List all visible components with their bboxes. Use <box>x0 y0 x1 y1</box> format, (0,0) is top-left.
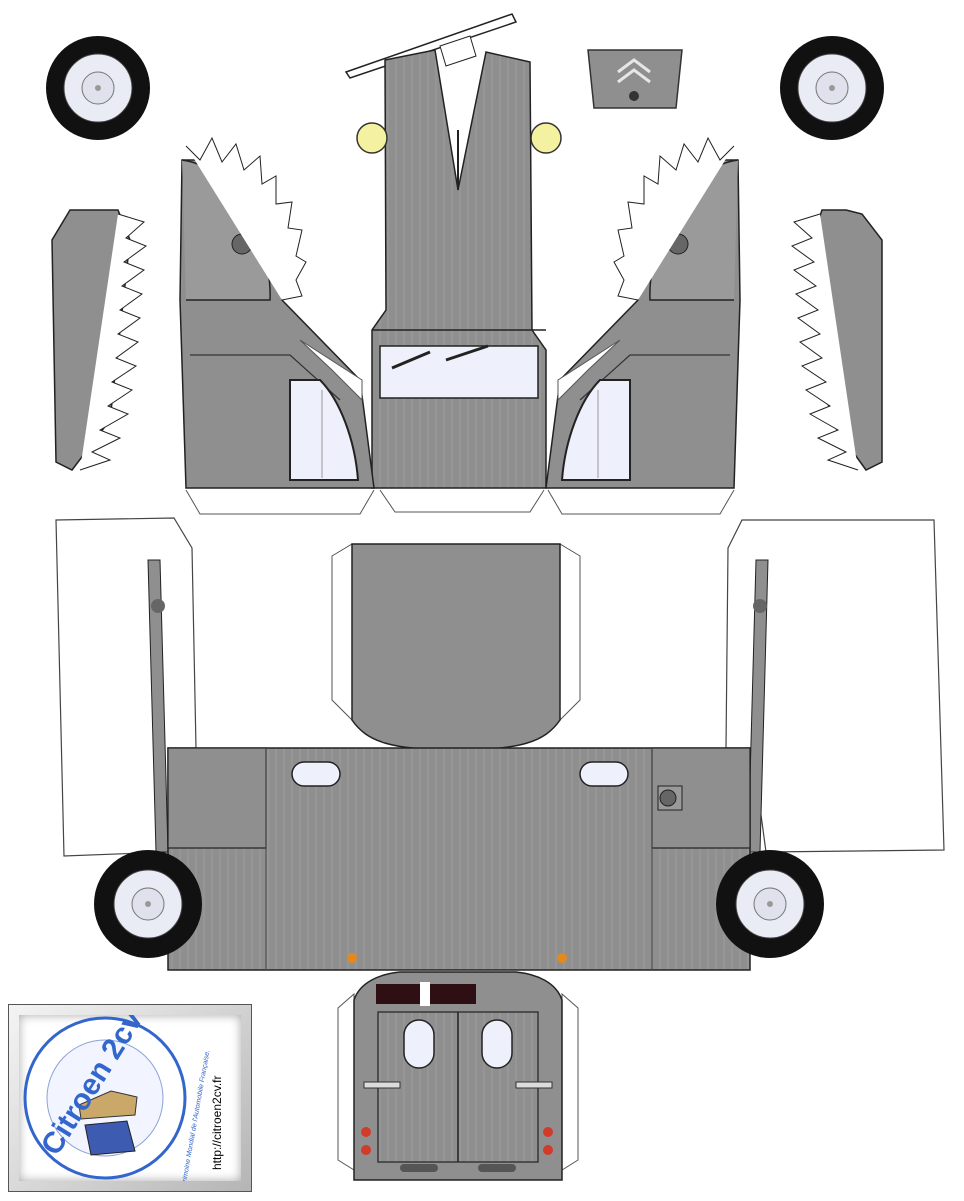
left-side-wall <box>55 517 197 857</box>
double-chevron-icon <box>617 58 651 84</box>
citroen-2cv-logo: Citroen 2cv .Patrimoine Mondial de l'Aut… <box>23 1005 212 1195</box>
right-side-wall <box>725 519 945 853</box>
tail-light-left-lower <box>361 1145 371 1155</box>
wheel-top-left <box>46 36 150 140</box>
indicator-light-right <box>557 953 567 963</box>
headlight-right <box>530 122 562 154</box>
tail-light-left <box>361 1127 371 1137</box>
rear-doors-panel <box>337 971 579 1181</box>
left-cab-side <box>179 136 375 515</box>
main-body-panel <box>167 747 751 971</box>
indicator-light-left <box>347 953 357 963</box>
logo-badge: Citroen 2cv .Patrimoine Mondial de l'Aut… <box>8 1004 252 1195</box>
left-fender-piece <box>51 209 148 471</box>
wheel-top-right <box>780 36 884 140</box>
fuel-cap-icon <box>657 785 683 811</box>
front-hood-panel <box>371 49 547 513</box>
right-fender-piece <box>790 209 883 471</box>
tail-light-right <box>543 1127 553 1137</box>
headlight-left <box>356 122 388 154</box>
roof-panel <box>331 543 581 751</box>
tail-light-right-lower <box>543 1145 553 1155</box>
grille-emblem-piece <box>587 49 683 109</box>
wheel-bottom-right <box>716 850 824 958</box>
logo-inner: Citroen 2cv .Patrimoine Mondial de l'Aut… <box>19 1005 241 1195</box>
right-cab-side <box>545 136 741 515</box>
wiper-icon <box>391 344 489 370</box>
website-url[interactable]: http://citroen2cv.fr <box>210 1075 224 1170</box>
wheel-bottom-left <box>94 850 202 958</box>
